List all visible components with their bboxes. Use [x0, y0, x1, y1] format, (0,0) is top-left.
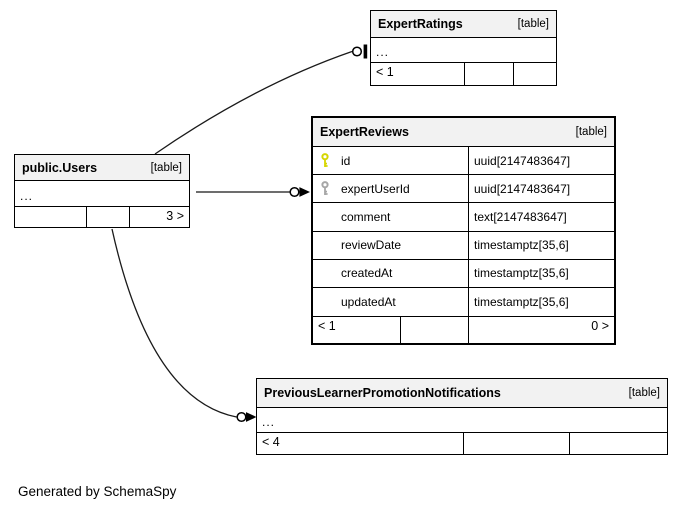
column-name: comment — [341, 209, 391, 224]
column-type: timestamptz[35,6] — [468, 231, 614, 259]
column-row[interactable]: expertUserId uuid[2147483647] — [313, 175, 614, 204]
column-name: updatedAt — [341, 295, 396, 310]
column-row[interactable]: id uuid[2147483647] — [313, 147, 614, 176]
column-type: uuid[2147483647] — [468, 147, 614, 175]
table-type-tag: [table] — [150, 161, 182, 174]
table-node-users[interactable]: public.Users [table] ... 3 > — [14, 154, 190, 228]
table-header[interactable]: PreviousLearnerPromotionNotifications [t… — [257, 379, 667, 408]
column-row[interactable]: updatedAt timestamptz[35,6] — [313, 287, 614, 317]
table-title: ExpertRatings — [378, 17, 463, 31]
generated-by-note: Generated by SchemaSpy — [18, 484, 177, 499]
cardinality-cell — [513, 63, 556, 85]
cardinality-row: < 1 — [371, 62, 556, 85]
table-header[interactable]: public.Users [table] — [15, 155, 189, 181]
cardinality-cell: < 4 — [262, 435, 280, 449]
cardinality-cell — [400, 317, 468, 343]
cardinality-row: 3 > — [15, 206, 189, 227]
column-type: timestamptz[35,6] — [468, 287, 614, 317]
table-node-expertratings[interactable]: ExpertRatings [table] ... < 1 — [370, 10, 557, 86]
table-title: ExpertReviews — [320, 125, 409, 139]
hidden-columns-row: ... — [376, 45, 390, 59]
table-type-tag: [table] — [517, 18, 549, 30]
primary-key-icon — [320, 153, 341, 168]
cardinality-cell: 0 > — [468, 317, 614, 343]
column-type: uuid[2147483647] — [468, 175, 614, 203]
column-name: createdAt — [341, 266, 393, 281]
table-node-promotionnotifications[interactable]: PreviousLearnerPromotionNotifications [t… — [256, 378, 668, 455]
column-row[interactable]: reviewDate timestamptz[35,6] — [313, 231, 614, 260]
cardinality-cell: < 1 — [318, 319, 336, 334]
cardinality-cell: 3 > — [129, 207, 189, 227]
cardinality-cell: < 1 — [376, 65, 394, 79]
cardinality-row: < 4 — [257, 432, 667, 454]
foreign-key-icon — [320, 181, 341, 196]
hidden-columns-row: ... — [262, 415, 276, 429]
cardinality-cell — [464, 63, 513, 85]
table-title: PreviousLearnerPromotionNotifications — [264, 386, 501, 400]
table-type-tag: [table] — [628, 387, 660, 399]
column-name: id — [341, 153, 351, 168]
table-type-tag: [table] — [575, 126, 607, 138]
table-title: public.Users — [22, 160, 98, 175]
column-type: timestamptz[35,6] — [468, 259, 614, 287]
edge-users-expertratings — [154, 44, 368, 155]
column-type: text[2147483647] — [468, 203, 614, 231]
edge-users-expertreviews — [196, 186, 310, 198]
table-header[interactable]: ExpertRatings [table] — [371, 11, 556, 38]
cardinality-cell — [15, 207, 86, 227]
column-row[interactable]: comment text[2147483647] — [313, 203, 614, 232]
cardinality-row: < 1 0 > — [313, 316, 614, 343]
cardinality-cell — [463, 433, 569, 454]
edge-users-promotionnotifications — [111, 228, 257, 423]
column-name: expertUserId — [341, 181, 410, 196]
column-name: reviewDate — [341, 238, 402, 253]
cardinality-cell — [86, 207, 129, 227]
table-node-expertreviews[interactable]: ExpertReviews [table] id uuid[2147483647… — [311, 116, 616, 345]
hidden-columns-row: ... — [20, 189, 34, 203]
cardinality-cell — [569, 433, 667, 454]
column-row[interactable]: createdAt timestamptz[35,6] — [313, 259, 614, 288]
table-header[interactable]: ExpertReviews [table] — [313, 118, 614, 147]
